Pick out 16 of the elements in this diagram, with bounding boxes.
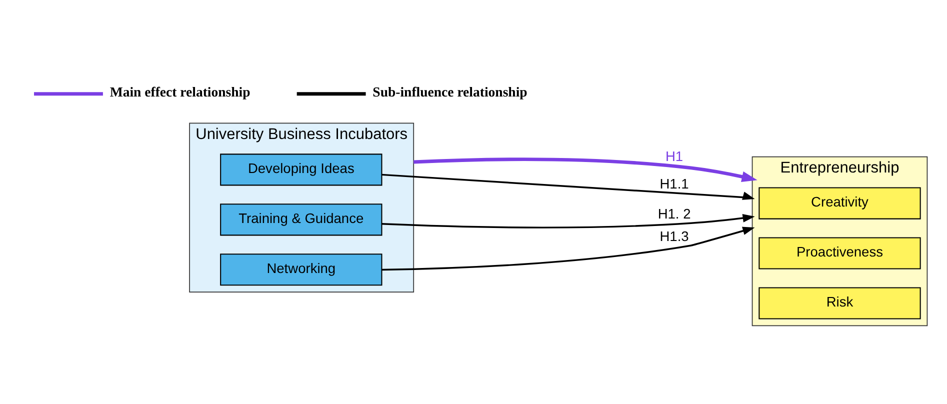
edge-label: H1	[665, 148, 684, 164]
node-box: Risk	[758, 287, 921, 320]
legend-label: Sub-influence relationship	[372, 84, 528, 100]
arrow	[414, 158, 758, 182]
edge-label: H1. 2	[658, 206, 691, 222]
node-box: Networking	[220, 254, 382, 286]
node-box: Proactiveness	[758, 237, 921, 270]
arrow	[382, 214, 755, 228]
arrow	[382, 226, 755, 271]
node-box: Creativity	[758, 187, 921, 220]
node-box: Developing Ideas	[220, 154, 382, 186]
edge-label: H1.1	[660, 176, 689, 192]
node-box: Training & Guidance	[220, 204, 382, 236]
arrow	[382, 174, 755, 200]
edge-label: H1.3	[660, 229, 689, 244]
legend-label: Main effect relationship	[110, 84, 250, 100]
